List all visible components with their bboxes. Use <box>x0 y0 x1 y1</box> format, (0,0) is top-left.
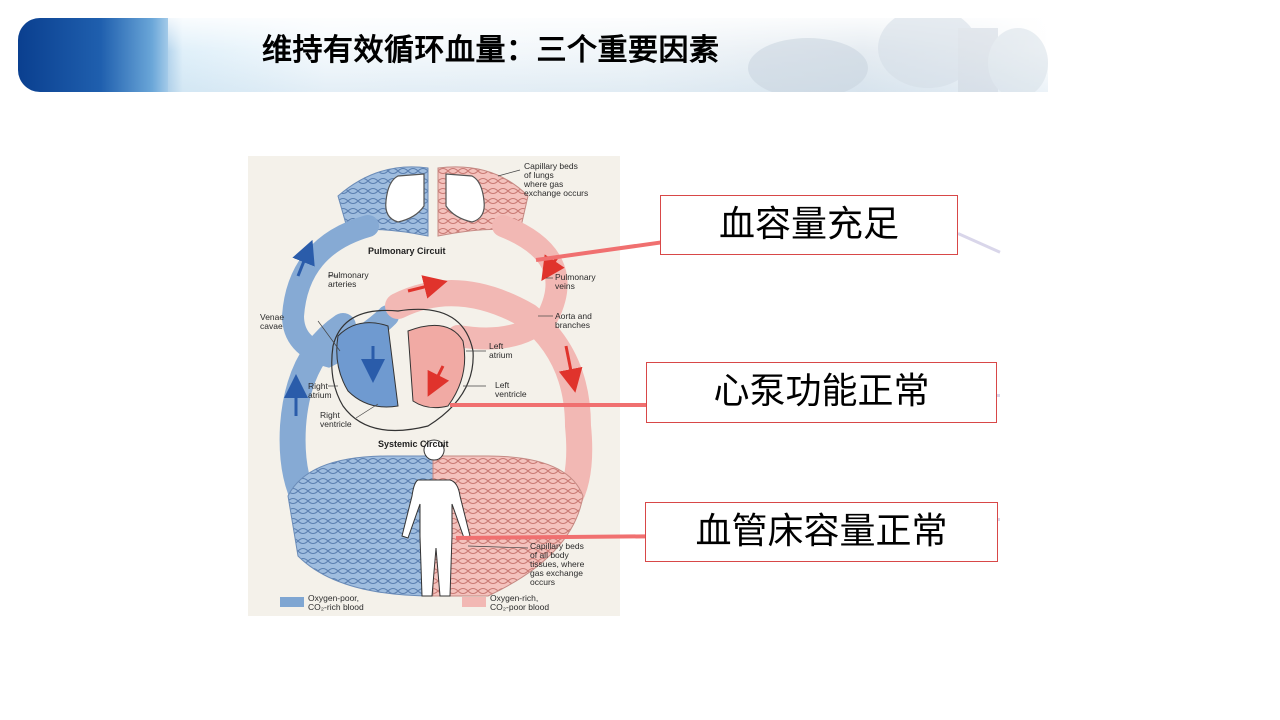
label-left-ventricle-2: ventricle <box>495 389 527 399</box>
title-banner <box>18 18 1048 92</box>
label-capillary-lungs-4: exchange occurs <box>524 188 588 198</box>
label-right-atrium-1: Right <box>308 381 328 391</box>
label-left-atrium-2: atrium <box>489 350 513 360</box>
label-left-atrium-1: Left <box>489 341 504 351</box>
heart-outline <box>331 308 474 432</box>
label-capillary-lungs-3: where gas <box>523 179 563 189</box>
legend-oxygen-poor-1: Oxygen-poor, <box>308 593 359 603</box>
page-title: 维持有效循环血量：三个重要因素 <box>262 33 720 68</box>
svg-text:Oxygen-rich,CO₂-poor blood: Oxygen-rich,CO₂-poor blood <box>490 593 549 612</box>
label-capillary-body-4: gas exchange <box>530 568 583 578</box>
svg-text:Oxygen-poor,CO₂-rich blood: Oxygen-poor,CO₂-rich blood <box>308 593 364 612</box>
label-pulmonary-circuit: Pulmonary Circuit <box>368 246 446 256</box>
arrow-left-ventricle <box>427 365 450 397</box>
legend-oxygen-rich-1: Oxygen-rich, <box>490 593 538 603</box>
leader-lines <box>317 169 553 549</box>
body-capillary-right <box>432 455 584 597</box>
connector-factor-2 <box>450 403 648 407</box>
factor-blood-volume: 血容量充足 <box>660 195 958 255</box>
label-venae-cavae-2: cavae <box>260 321 283 331</box>
arrow-aorta-down <box>558 345 583 393</box>
label-venae-cavae-1: Venae <box>260 312 284 322</box>
label-capillary-lungs-2: of lungs <box>524 170 554 180</box>
aorta-vessel <box>385 280 593 514</box>
heart-left-side <box>407 324 466 409</box>
banner-decoration <box>748 18 1048 92</box>
factor-vascular-bed: 血管床容量正常 <box>645 502 998 562</box>
arrow-pulmonary-artery <box>292 239 315 277</box>
ghost-line-1 <box>957 232 1001 254</box>
label-capillary-body-2: of all body <box>530 550 569 560</box>
label-pulmonary-arteries-2: arteries <box>328 279 356 289</box>
label-capillary-body-1: Capillary beds <box>530 541 584 551</box>
lungs-icon <box>385 173 485 223</box>
arrow-aorta-top <box>407 275 448 299</box>
label-aorta-2: branches <box>555 320 590 330</box>
label-capillary-body-5: occurs <box>530 577 555 587</box>
label-aorta-1: Aorta and <box>555 311 592 321</box>
label-right-ventricle-2: ventricle <box>320 419 352 429</box>
label-pulmonary-veins-2: veins <box>555 281 575 291</box>
label-right-ventricle-1: Right <box>320 410 340 420</box>
legend-swatch-oxygen-rich <box>462 597 486 607</box>
label-capillary-lungs-1: Capillary beds <box>524 161 578 171</box>
human-figure-icon <box>401 439 471 597</box>
legend-oxygen-poor-2: CO₂-rich blood <box>308 602 364 612</box>
label-pulmonary-arteries-1: Pulmonary <box>328 270 369 280</box>
label-pulmonary-veins-1: Pulmonary <box>555 272 596 282</box>
factor-heart-pump: 心泵功能正常 <box>646 362 997 423</box>
label-systemic-circuit: Systemic Circuit <box>378 439 449 449</box>
label-left-ventricle-1: Left <box>495 380 510 390</box>
label-right-atrium-2: atrium <box>308 390 332 400</box>
label-capillary-body-3: tissues, where <box>530 559 585 569</box>
legend-oxygen-rich-2: CO₂-poor blood <box>490 602 549 612</box>
legend-swatch-oxygen-poor <box>280 597 304 607</box>
heart-right-side <box>336 322 399 408</box>
